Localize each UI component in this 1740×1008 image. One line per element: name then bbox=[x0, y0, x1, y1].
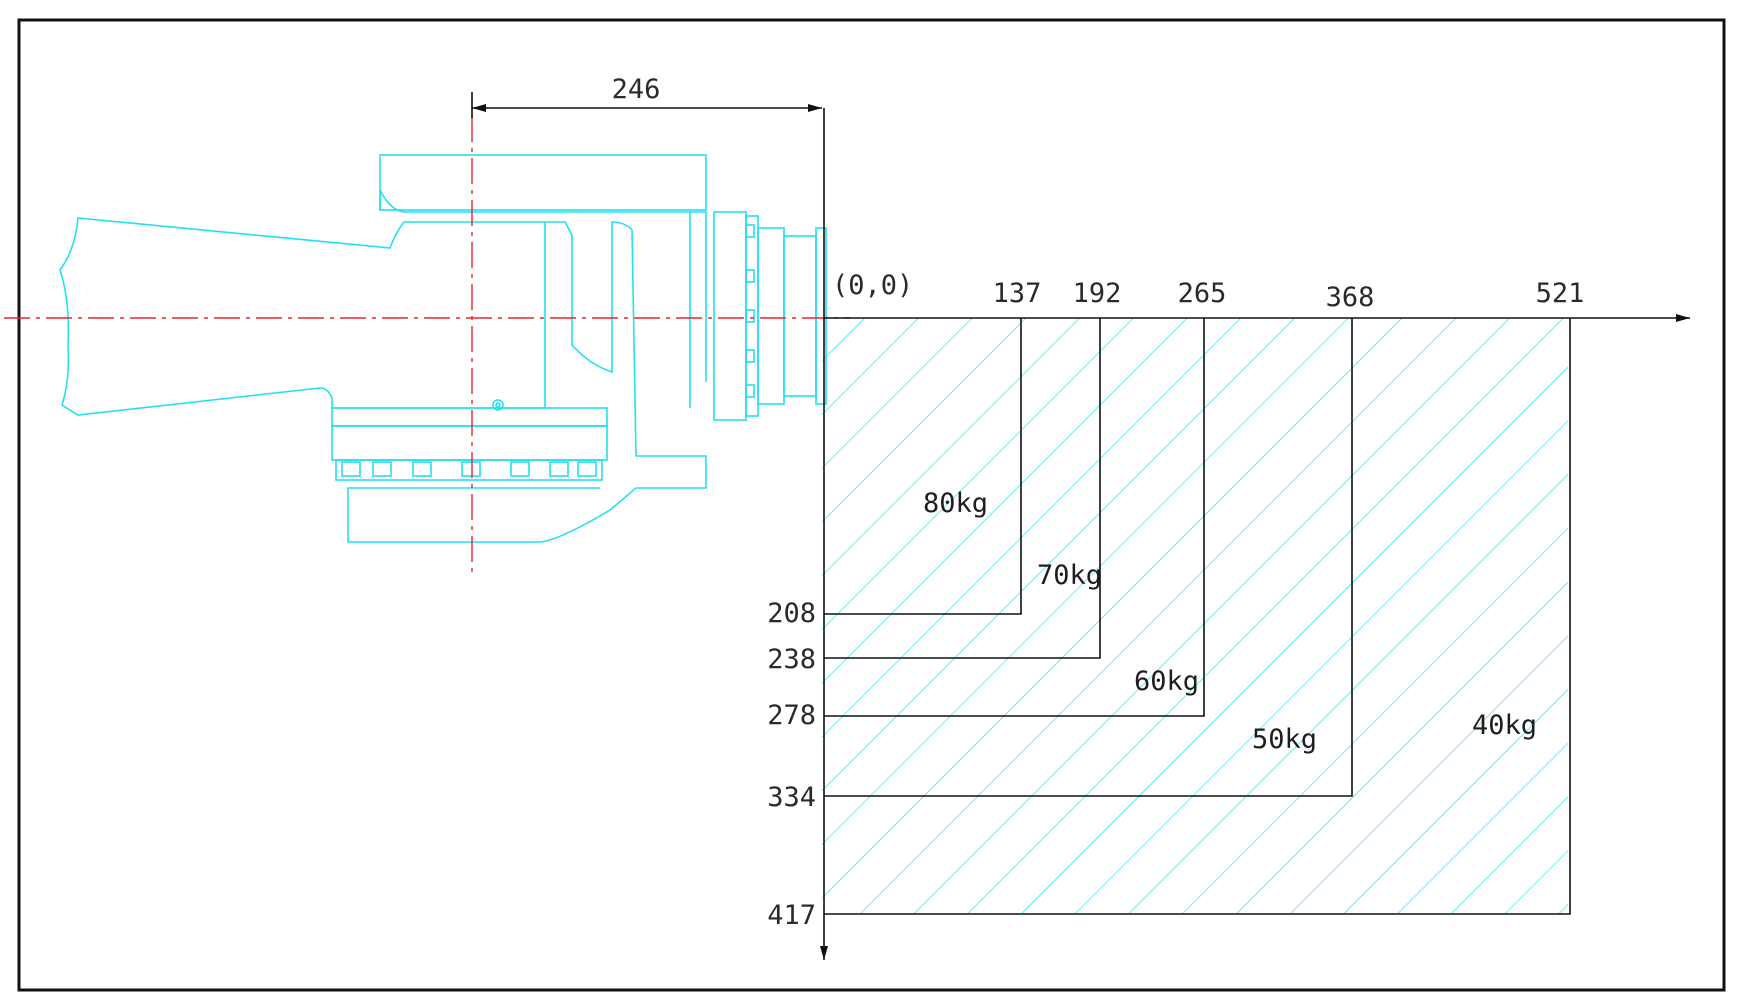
drawing-frame bbox=[17, 18, 1726, 992]
origin-label: (0,0) bbox=[832, 270, 913, 301]
zone-boundary-50kg bbox=[824, 318, 1353, 797]
zone-label-60kg: 60kg bbox=[1134, 666, 1199, 697]
x-tick-label: 521 bbox=[1536, 278, 1585, 309]
dimension-label-246: 246 bbox=[612, 74, 661, 105]
zone-label-40kg: 40kg bbox=[1472, 710, 1537, 741]
flange-bolts bbox=[745, 224, 755, 398]
zone-label-50kg: 50kg bbox=[1252, 724, 1317, 755]
bolt-row bbox=[341, 461, 597, 477]
zone-boundaries bbox=[824, 318, 1571, 915]
y-tick-label: 278 bbox=[767, 700, 816, 731]
y-tick-label: 208 bbox=[767, 598, 816, 629]
zone-boundary-40kg bbox=[824, 318, 1571, 915]
zone-boundary-80kg bbox=[824, 318, 1022, 615]
y-tick-label: 417 bbox=[767, 900, 816, 931]
x-tick-label: 137 bbox=[993, 278, 1042, 309]
y-tick-label: 334 bbox=[767, 782, 816, 813]
x-tick-label: 192 bbox=[1073, 278, 1122, 309]
zone-boundary-70kg bbox=[824, 318, 1101, 659]
x-tick-label: 265 bbox=[1178, 278, 1227, 309]
hatched-load-area bbox=[822, 318, 1568, 913]
y-tick-label: 238 bbox=[767, 644, 816, 675]
zone-label-80kg: 80kg bbox=[923, 488, 988, 519]
robot-wrist-outline bbox=[59, 154, 827, 543]
x-tick-label: 368 bbox=[1326, 282, 1375, 313]
zone-boundary-60kg bbox=[824, 318, 1205, 717]
zone-label-70kg: 70kg bbox=[1037, 560, 1102, 591]
